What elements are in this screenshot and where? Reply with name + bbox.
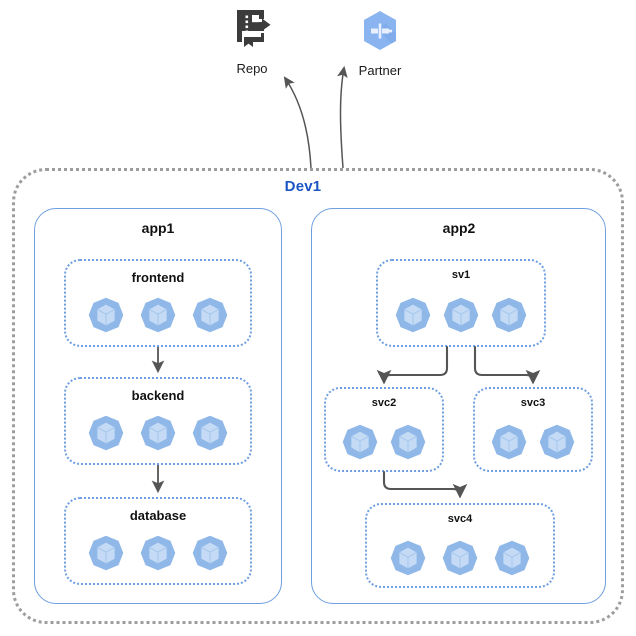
service-label-backend: backend	[131, 388, 185, 403]
pod-row-database	[64, 531, 252, 575]
environment-box-dev1[interactable]	[12, 168, 624, 624]
pod-row-backend	[64, 411, 252, 455]
pod-icon[interactable]	[87, 534, 125, 572]
pod-icon[interactable]	[441, 539, 479, 577]
pod-icon[interactable]	[139, 414, 177, 452]
pod-icon[interactable]	[191, 534, 229, 572]
pod-icon[interactable]	[191, 296, 229, 334]
partner-hexagon-icon	[358, 8, 402, 59]
service-label-sv1: sv1	[451, 269, 471, 281]
pod-icon[interactable]	[538, 423, 576, 461]
pod-icon[interactable]	[442, 296, 480, 334]
pod-icon[interactable]	[191, 414, 229, 452]
pod-icon[interactable]	[139, 296, 177, 334]
pod-icon[interactable]	[389, 539, 427, 577]
pod-icon[interactable]	[389, 423, 427, 461]
edge-dev1-to-repo	[283, 76, 312, 169]
external-node-label: Partner	[358, 63, 402, 78]
pod-row-sv1	[376, 293, 546, 337]
pod-icon[interactable]	[341, 423, 379, 461]
pod-icon[interactable]	[139, 534, 177, 572]
pod-icon[interactable]	[493, 539, 531, 577]
service-label-svc3: svc3	[520, 397, 546, 409]
service-box-svc3[interactable]	[473, 387, 593, 472]
repo-icon	[232, 8, 272, 57]
service-label-svc4: svc4	[447, 513, 473, 525]
pod-row-svc4	[365, 536, 555, 580]
service-box-svc2[interactable]	[324, 387, 444, 472]
pod-icon[interactable]	[394, 296, 432, 334]
environment-label: Dev1	[284, 178, 322, 195]
app-label-app2: app2	[442, 220, 476, 236]
pod-row-svc3	[473, 420, 593, 464]
external-node-partner[interactable]: Partner	[358, 8, 402, 78]
pod-row-frontend	[64, 293, 252, 337]
pod-icon[interactable]	[87, 414, 125, 452]
pod-icon[interactable]	[87, 296, 125, 334]
external-node-repo[interactable]: Repo	[232, 8, 272, 76]
service-label-svc2: svc2	[371, 397, 397, 409]
pod-icon[interactable]	[490, 296, 528, 334]
pod-row-svc2	[324, 420, 444, 464]
external-node-label: Repo	[236, 61, 268, 76]
app-label-app1: app1	[141, 220, 175, 236]
service-label-frontend: frontend	[131, 270, 185, 285]
service-label-database: database	[129, 508, 187, 523]
edge-dev1-to-partner	[337, 65, 348, 169]
pod-icon[interactable]	[490, 423, 528, 461]
